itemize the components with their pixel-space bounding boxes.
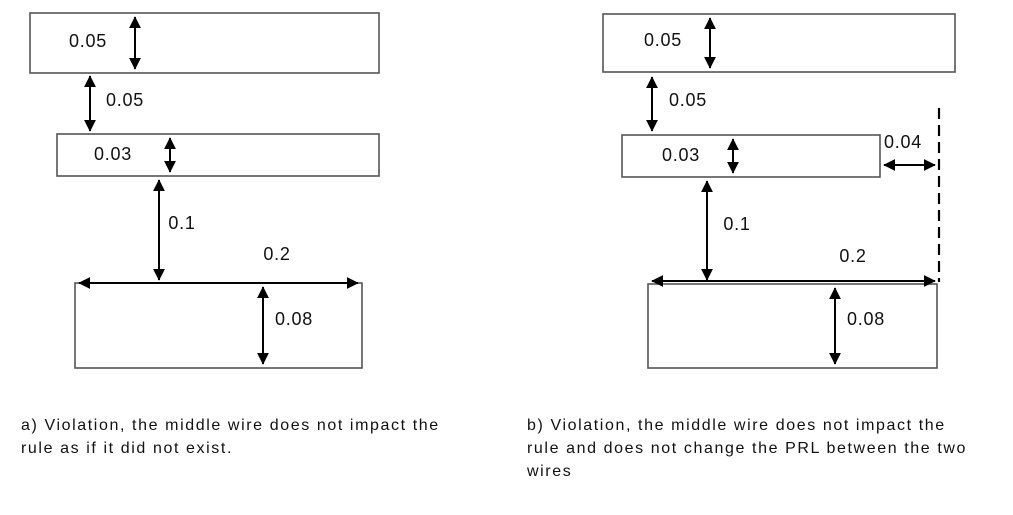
wire-spacing-diagram: 0.05 0.05 0.03 0.1 0.2 0.08 0.05 0.05 0.…	[29, 12, 956, 369]
panel-b-lower-spacing-label: 0.1	[723, 214, 750, 234]
panel-b-middle-wire	[621, 134, 881, 178]
panel-a-middle-thickness-label: 0.03	[94, 144, 132, 164]
caption-b-line-1: b) Violation, the middle wire does not i…	[527, 417, 946, 434]
caption-a-line-2: rule as if it did not exist.	[21, 440, 233, 457]
panel-b-top-thickness-label: 0.05	[644, 30, 682, 50]
panel-b-end-extension-label: 0.04	[884, 132, 922, 152]
panel-a-prl-width-label: 0.2	[263, 244, 290, 264]
caption-b-line-2: rule and does not change the PRL between…	[527, 440, 968, 457]
panel-a-top-thickness-label: 0.05	[69, 31, 107, 51]
caption-a-line-1: a) Violation, the middle wire does not i…	[21, 417, 440, 434]
panel-a-bottom-thickness-label: 0.08	[275, 309, 313, 329]
panel-a-lower-spacing-label: 0.1	[168, 213, 195, 233]
panel-a: 0.05 0.05 0.03 0.1 0.2 0.08	[29, 12, 380, 369]
panel-b-top-wire	[602, 13, 956, 73]
caption-panel-a: a) Violation, the middle wire does not i…	[21, 414, 440, 460]
panel-a-middle-wire	[56, 133, 380, 177]
panel-b-middle-thickness-label: 0.03	[662, 145, 700, 165]
panel-b-prl-width-label: 0.2	[839, 246, 866, 266]
panel-a-bottom-wire	[74, 282, 363, 369]
caption-b-line-3: wires	[527, 463, 573, 480]
panel-b: 0.05 0.05 0.03 0.04 0.1 0.2 0.08	[602, 13, 956, 369]
panel-a-upper-spacing-label: 0.05	[106, 90, 144, 110]
panel-a-top-wire	[29, 12, 380, 74]
caption-panel-b: b) Violation, the middle wire does not i…	[527, 414, 967, 483]
panel-b-bottom-wire	[647, 283, 938, 369]
panel-b-bottom-thickness-label: 0.08	[847, 309, 885, 329]
panel-b-upper-spacing-label: 0.05	[669, 90, 707, 110]
